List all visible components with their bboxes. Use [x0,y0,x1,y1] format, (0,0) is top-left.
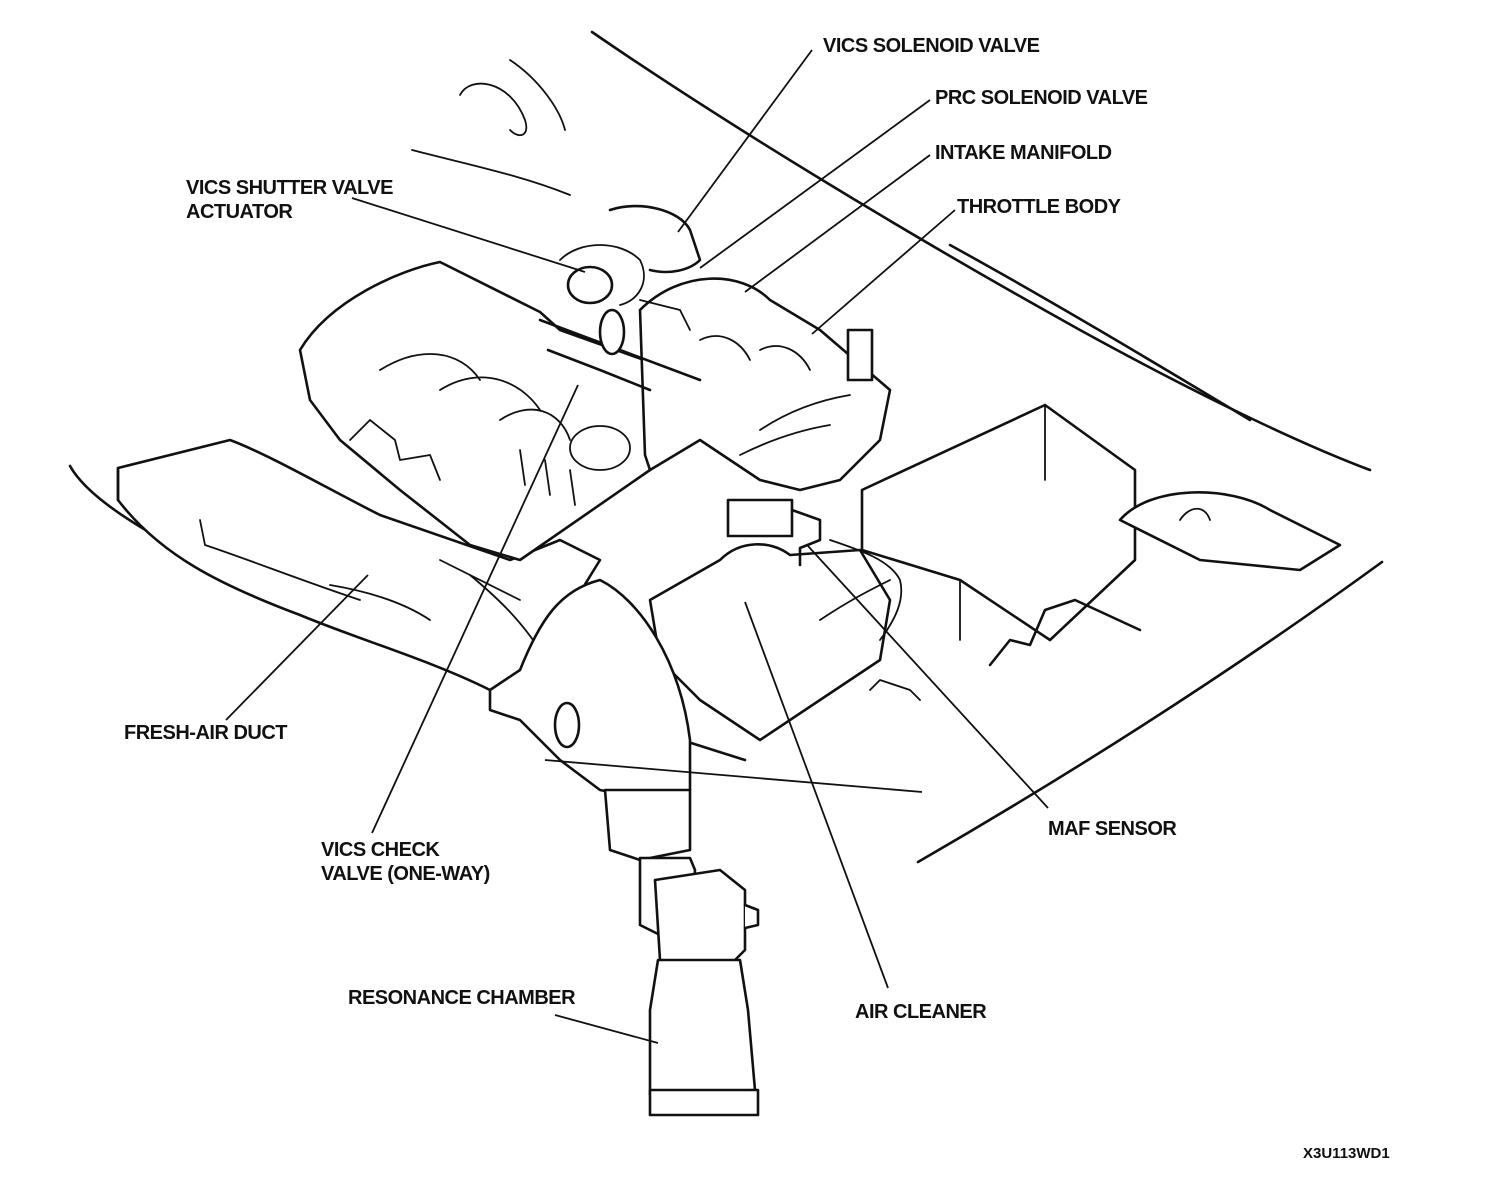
label-maf-sensor: MAF SENSOR [1048,818,1177,840]
label-air-cleaner: AIR CLEANER [855,1001,987,1023]
label-throttle-body: THROTTLE BODY [957,196,1121,218]
right-components-shape [860,403,1342,667]
label-prc-solenoid-valve: PRC SOLENOID VALVE [935,87,1148,109]
figure-code: X3U113WD1 [1303,1145,1390,1162]
label-vics-shutter-valve-line1: VICS SHUTTER VALVE [186,177,393,199]
solenoid-cluster-shape [538,204,702,392]
label-vics-check-line2: VALVE (ONE-WAY) [321,863,490,885]
maf-sensor-shape [726,498,903,641]
leader-lines [225,49,1049,1044]
label-intake-manifold: INTAKE MANIFOLD [935,142,1112,164]
intake-manifold-shape [638,277,892,492]
resonance-chamber-shape [648,868,760,1117]
label-resonance-chamber: RESONANCE CHAMBER [348,987,576,1009]
label-vics-check-line1: VICS CHECK [321,839,440,861]
air-cleaner-shape [648,543,921,742]
label-fresh-air-duct: FRESH-AIR DUCT [124,722,288,744]
intake-elbow-shape [488,578,697,937]
label-vics-solenoid-valve: VICS SOLENOID VALVE [823,35,1040,57]
engine-block-shape [298,260,702,562]
label-vics-shutter-valve-line2: ACTUATOR [186,201,293,223]
